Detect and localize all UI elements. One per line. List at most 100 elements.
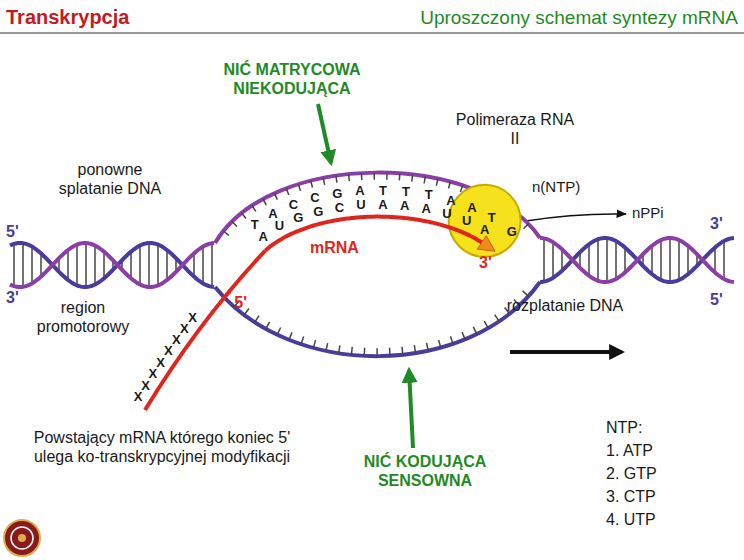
base-tick bbox=[242, 213, 246, 218]
logo bbox=[18, 534, 26, 542]
strand-label: NIĆ KODUJĄCA SENSOWNA bbox=[325, 452, 525, 490]
base-tick bbox=[339, 345, 340, 353]
substrate-label: n(NTP) bbox=[532, 178, 602, 196]
base-tick bbox=[427, 343, 429, 351]
cap-mark: X bbox=[149, 367, 158, 380]
mrna-base: U bbox=[356, 198, 365, 211]
mrna-base: A bbox=[258, 229, 267, 242]
base-pair-rung bbox=[157, 245, 159, 286]
base-tick bbox=[252, 206, 256, 212]
direction-arrow bbox=[510, 350, 622, 354]
base-tick bbox=[313, 340, 315, 348]
mrna-base: A bbox=[480, 222, 489, 235]
base-tick bbox=[326, 343, 328, 351]
base-tick bbox=[484, 321, 488, 328]
cap-mark: X bbox=[164, 344, 173, 357]
base-tick bbox=[523, 291, 529, 296]
base-pair-rung bbox=[40, 253, 42, 276]
base-tick bbox=[348, 174, 350, 181]
cap-mark: X bbox=[156, 355, 165, 368]
base-pair-rung bbox=[597, 239, 599, 281]
base-tick bbox=[223, 231, 228, 235]
base-pair-rung bbox=[714, 248, 716, 273]
logo bbox=[4, 520, 40, 556]
base-tick bbox=[301, 337, 304, 345]
base-tick bbox=[523, 224, 528, 229]
base-pair-rung bbox=[94, 246, 96, 285]
rna-polymerase bbox=[449, 185, 521, 257]
mrna-label: mRNA bbox=[310, 238, 370, 257]
base-tick bbox=[424, 176, 425, 183]
reaction-arrow bbox=[526, 214, 626, 221]
mrna-base: U bbox=[442, 206, 451, 219]
base-tick bbox=[414, 345, 415, 353]
template-base: T bbox=[402, 184, 410, 197]
base-tick bbox=[376, 348, 378, 356]
base-tick bbox=[351, 347, 353, 355]
base-pair-rung bbox=[13, 244, 15, 286]
base-tick bbox=[311, 181, 313, 188]
base-pair-rung bbox=[678, 240, 680, 280]
base-pair-rung bbox=[148, 243, 150, 287]
coding-strand bbox=[540, 238, 734, 282]
base-tick bbox=[263, 199, 266, 205]
base-pair-rung bbox=[103, 252, 105, 279]
base-tick bbox=[336, 176, 337, 183]
coding-strand bbox=[10, 243, 214, 287]
list-item: 3. CTP bbox=[606, 487, 726, 506]
template-base: A bbox=[467, 201, 476, 214]
template-base: A bbox=[268, 206, 277, 219]
base-pair-rung bbox=[211, 243, 213, 287]
base-pair-rung bbox=[85, 243, 87, 287]
template-base: A bbox=[446, 193, 455, 206]
mrna-base: U bbox=[275, 219, 284, 232]
base-pair-rung bbox=[202, 247, 204, 284]
header-rule bbox=[0, 32, 744, 34]
process-label: ponowne splatanie DNA bbox=[45, 160, 175, 198]
template-strand bbox=[10, 243, 214, 287]
process-label: rozplatanie DNA bbox=[505, 296, 625, 315]
end-label: 5' bbox=[6, 222, 36, 241]
base-tick bbox=[277, 327, 280, 334]
base-tick bbox=[373, 173, 375, 180]
mrna-base: A bbox=[378, 197, 387, 210]
base-pair-rung bbox=[651, 246, 653, 274]
list-item: 4. UTP bbox=[606, 510, 726, 529]
region-label: region promotorowy bbox=[18, 298, 148, 336]
base-tick bbox=[323, 178, 324, 185]
base-pair-rung bbox=[76, 245, 78, 286]
base-pair-rung bbox=[543, 238, 545, 281]
template-base: T bbox=[425, 188, 433, 201]
base-tick bbox=[266, 322, 270, 329]
mrna-base: G bbox=[293, 210, 303, 223]
cap-mark: X bbox=[180, 321, 189, 334]
cap-mark: X bbox=[188, 310, 197, 323]
base-tick bbox=[286, 188, 288, 195]
base-tick bbox=[361, 173, 363, 180]
template-base: G bbox=[507, 225, 517, 238]
base-tick bbox=[439, 340, 441, 348]
logo bbox=[11, 527, 33, 549]
subtitle: Uproszczony schemat syntezy mRNA bbox=[380, 7, 738, 30]
template-base: G bbox=[332, 186, 342, 199]
base-tick bbox=[289, 332, 292, 339]
end-label: 3' bbox=[6, 288, 36, 307]
base-tick bbox=[386, 173, 388, 180]
list-item: 1. ATP bbox=[606, 441, 726, 460]
template-base: C bbox=[289, 197, 298, 210]
base-pair-rung bbox=[687, 246, 689, 274]
base-pair-rung bbox=[552, 242, 554, 278]
base-tick bbox=[450, 336, 453, 344]
list-item: 2. GTP bbox=[606, 464, 726, 483]
base-pair-rung bbox=[22, 243, 24, 287]
template-base: A bbox=[355, 184, 364, 197]
product-label: nPPi bbox=[632, 204, 692, 222]
mrna-strand bbox=[145, 251, 265, 410]
base-tick bbox=[460, 185, 462, 192]
base-tick bbox=[232, 222, 237, 227]
base-pair-rung bbox=[166, 250, 168, 280]
coding-strand bbox=[215, 282, 540, 356]
mrna-base: C bbox=[335, 200, 344, 213]
base-pair-rung bbox=[130, 252, 132, 279]
note: Powstający mRNA którego koniec 5' ulega … bbox=[12, 428, 312, 466]
